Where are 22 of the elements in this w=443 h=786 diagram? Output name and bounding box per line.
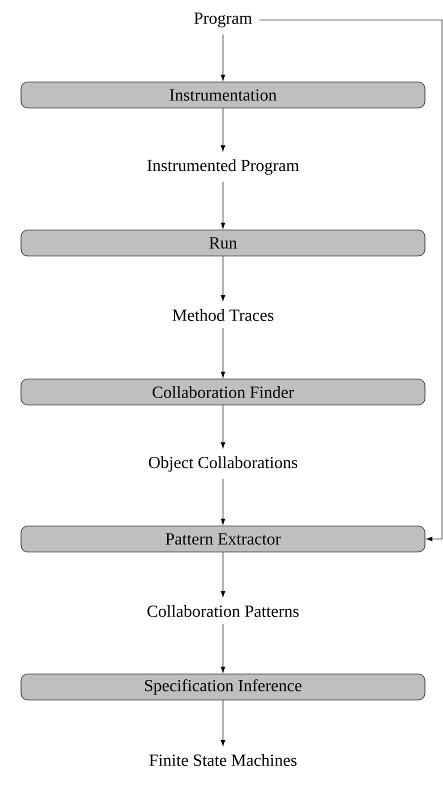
process-box: Specification Inference xyxy=(20,674,426,700)
arrow xyxy=(220,552,226,598)
arrow xyxy=(220,405,226,448)
data-label: Finite State Machines xyxy=(149,754,297,766)
arrow xyxy=(220,624,226,673)
process-box: Instrumentation xyxy=(20,82,426,108)
arrow xyxy=(258,20,442,542)
arrow xyxy=(220,328,226,378)
data-label: Method Traces xyxy=(172,309,274,321)
arrow xyxy=(220,181,226,229)
data-label: Instrumented Program xyxy=(147,159,299,175)
process-box: Collaboration Finder xyxy=(20,378,426,406)
arrow xyxy=(220,34,226,81)
arrow xyxy=(220,108,226,152)
process-box: Pattern Extractor xyxy=(20,526,426,552)
arrow xyxy=(220,256,226,302)
arrow xyxy=(220,700,226,746)
data-label: Object Collaborations xyxy=(148,456,298,472)
arrow xyxy=(220,478,226,525)
process-box: Run xyxy=(20,230,426,256)
data-label: Program xyxy=(194,12,252,28)
data-label: Collaboration Patterns xyxy=(147,605,299,617)
